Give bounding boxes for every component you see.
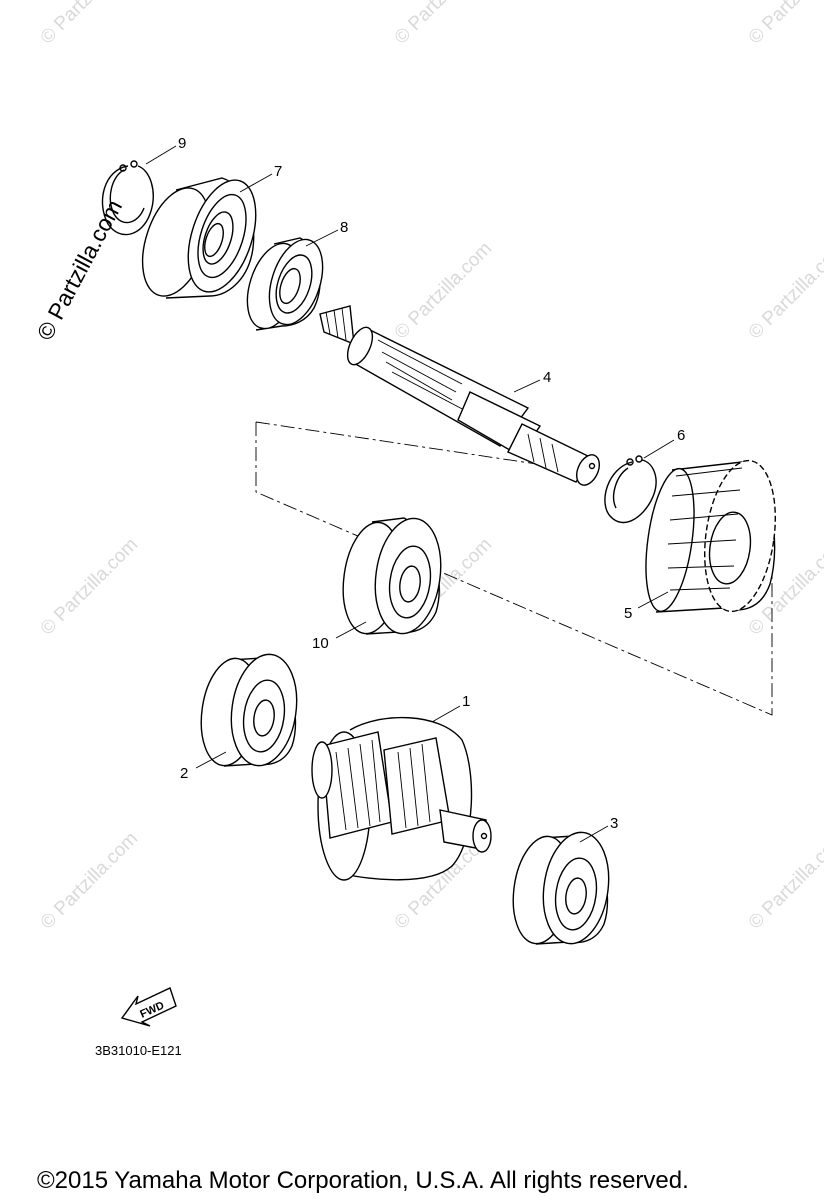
leader-lines xyxy=(145,145,675,843)
watermark-text: © Partzilla.com xyxy=(745,828,824,933)
callout-1: 1 xyxy=(462,693,470,710)
callout-9: 9 xyxy=(178,135,186,152)
watermark-text: © Partzilla.com xyxy=(745,0,824,49)
partzilla-watermark: © Partzilla.com xyxy=(31,195,127,344)
watermark-text: © Partzilla.com xyxy=(391,0,496,49)
gear-assembly-part-1[interactable] xyxy=(311,716,492,881)
callout-3: 3 xyxy=(610,815,618,832)
watermark-text: © Partzilla.com xyxy=(37,0,142,49)
callout-2: 2 xyxy=(180,765,188,782)
circlip-part-6[interactable] xyxy=(604,455,657,523)
copyright-notice: ©2015 Yamaha Motor Corporation, U.S.A. A… xyxy=(37,1167,689,1194)
circlip-part-9[interactable] xyxy=(101,160,154,236)
bearing-part-2[interactable] xyxy=(195,650,304,770)
watermark-text: © Partzilla.com xyxy=(745,238,824,343)
shaft-part-4[interactable] xyxy=(319,305,604,489)
fwd-arrow-icon: FWD xyxy=(120,987,177,1027)
bearing-part-8[interactable] xyxy=(238,233,333,336)
callout-6: 6 xyxy=(677,427,685,444)
diagram-code: 3B31010-E121 xyxy=(95,1043,182,1058)
callout-5: 5 xyxy=(624,605,632,622)
callout-10: 10 xyxy=(312,635,329,652)
bearing-part-3[interactable] xyxy=(507,828,616,948)
callout-4: 4 xyxy=(543,369,551,386)
bearing-part-7[interactable] xyxy=(130,172,268,305)
watermark-text: © Partzilla.com xyxy=(391,238,496,343)
bearing-part-10[interactable] xyxy=(336,514,447,638)
callout-8: 8 xyxy=(340,219,348,236)
callout-7: 7 xyxy=(274,163,282,180)
watermark-text: © Partzilla.com xyxy=(37,534,142,639)
watermark-text: © Partzilla.com xyxy=(37,828,142,933)
gear-part-5[interactable] xyxy=(638,456,784,616)
